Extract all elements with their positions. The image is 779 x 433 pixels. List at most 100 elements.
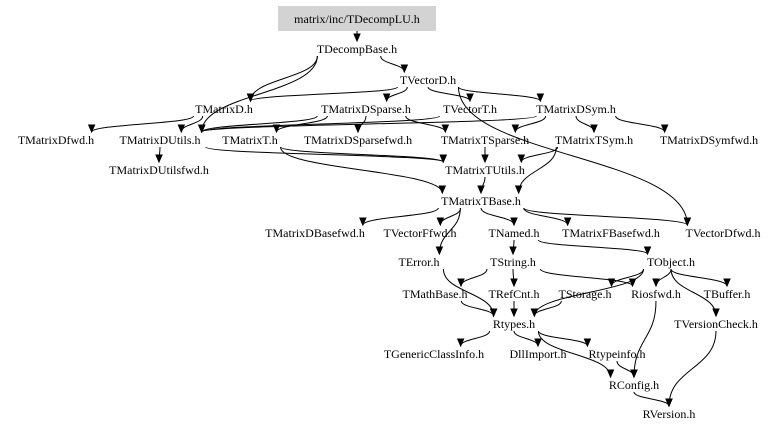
node-label: TMatrixFBasefwd.h	[562, 226, 660, 240]
graph-node[interactable]: TVectorDfwd.h	[686, 226, 761, 240]
edge-line	[460, 268, 488, 287]
graph-node[interactable]: Rtypes.h	[493, 317, 535, 331]
dependency-edge	[456, 330, 491, 348]
arrowhead-icon	[712, 308, 720, 318]
arrowhead-icon	[439, 154, 448, 164]
node-label: TMatrixDSym.h	[536, 102, 616, 116]
nodes-layer: matrix/inc/TDecompLU.hTDecompBase.hTVect…	[18, 6, 761, 421]
dependency-edge	[509, 239, 517, 256]
edge-line	[611, 268, 645, 287]
dependency-edge	[382, 86, 408, 103]
dependency-edge	[280, 146, 447, 195]
arrowhead-icon	[382, 93, 391, 103]
dependency-edge	[427, 86, 474, 103]
graph-node[interactable]: TVersionCheck.h	[674, 317, 758, 331]
graph-node[interactable]: TMatrixDUtils.h	[120, 133, 201, 147]
graph-node[interactable]: TVectorT.h	[443, 102, 497, 116]
graph-node[interactable]: Riosfwd.h	[631, 287, 681, 301]
arrowhead-icon	[477, 185, 485, 195]
edge-line	[405, 115, 446, 133]
node-label: TMatrixDSparsefwd.h	[304, 133, 412, 147]
graph-node[interactable]: TBuffer.h	[704, 287, 751, 301]
arrowhead-icon	[466, 93, 474, 103]
graph-node[interactable]: RConfig.h	[609, 378, 659, 392]
graph-node[interactable]: Rtypeinfo.h	[589, 347, 646, 361]
graph-node[interactable]: TMatrixTSym.h	[555, 133, 633, 147]
graph-node[interactable]: TDecompBase.h	[317, 42, 397, 56]
dependency-edge	[665, 330, 717, 408]
arrowhead-icon	[481, 154, 489, 164]
edge-line	[205, 146, 444, 163]
arrowhead-icon	[456, 338, 465, 348]
dependency-edge	[539, 268, 637, 288]
graph-node[interactable]: TError.h	[399, 255, 440, 269]
edge-line	[523, 207, 688, 226]
graph-node[interactable]: TMatrixDUtilsfwd.h	[109, 163, 209, 177]
graph-node[interactable]: DllImport.h	[510, 347, 567, 361]
node-label: TMathBase.h	[403, 287, 468, 301]
graph-node[interactable]: TObject.h	[647, 255, 695, 269]
graph-node[interactable]: TVectorFfwd.h	[384, 226, 457, 240]
node-label: TVectorT.h	[443, 102, 497, 116]
dependency-edge	[670, 268, 720, 318]
graph-node[interactable]: TVectorD.h	[400, 73, 456, 87]
graph-node[interactable]: TMatrixDfwd.h	[18, 133, 94, 147]
node-label: TMatrixDfwd.h	[18, 133, 94, 147]
node-label: TString.h	[490, 255, 536, 269]
graph-node[interactable]: TNamed.h	[489, 226, 540, 240]
edge-line	[668, 330, 717, 407]
graph-node[interactable]: RVersion.h	[643, 407, 696, 421]
arrowhead-icon	[583, 338, 592, 348]
graph-node[interactable]: TMatrixDBasefwd.h	[265, 226, 365, 240]
dependency-edge	[246, 86, 398, 103]
graph-node[interactable]: TStorage.h	[559, 287, 612, 301]
edge-line	[575, 115, 595, 133]
graph-node[interactable]: TGenericClassInfo.h	[384, 347, 484, 361]
node-label: TMatrixTUtils.h	[445, 163, 525, 177]
arrowhead-icon	[246, 93, 255, 103]
graph-node[interactable]: TMatrixTUtils.h	[445, 163, 525, 177]
graph-node[interactable]: TMatrixFBasefwd.h	[562, 226, 660, 240]
dependency-edge	[537, 330, 615, 379]
arrowhead-icon	[354, 124, 362, 134]
edge-line	[616, 360, 635, 378]
dependency-edge	[530, 300, 562, 318]
dependency-edge	[510, 300, 518, 318]
graph-node[interactable]: TMatrixDSparsefwd.h	[304, 133, 412, 147]
arrowhead-icon	[155, 154, 163, 164]
graph-node[interactable]: TRefCnt.h	[489, 287, 540, 301]
arrowhead-icon	[438, 185, 447, 195]
arrowhead-icon	[511, 124, 520, 134]
edge-line	[670, 268, 728, 287]
root-node[interactable]: matrix/inc/TDecompLU.h	[278, 6, 436, 31]
node-label: TVectorDfwd.h	[686, 226, 761, 240]
graph-node[interactable]: TString.h	[490, 255, 536, 269]
node-label: TGenericClassInfo.h	[384, 347, 484, 361]
dependency-edge	[575, 115, 598, 134]
edge-line	[201, 115, 440, 133]
dependency-edge	[477, 176, 486, 195]
dependency-edge	[435, 207, 461, 256]
dependency-edge	[458, 86, 545, 103]
arrowhead-icon	[536, 93, 545, 103]
dependency-edge	[652, 268, 672, 288]
node-label: TMatrixTSparse.h	[441, 133, 529, 147]
graph-node[interactable]: TMathBase.h	[403, 287, 468, 301]
graph-node[interactable]: TMatrixD.h	[195, 102, 253, 116]
graph-node[interactable]: TMatrixDSymfwd.h	[660, 133, 758, 147]
dependency-edge	[510, 268, 518, 288]
dependency-edge	[514, 146, 557, 195]
node-label: RConfig.h	[609, 378, 659, 392]
edge-line	[201, 55, 318, 133]
graph-node[interactable]: TMatrixT.h	[222, 133, 277, 147]
dependency-edge	[359, 207, 439, 227]
graph-node[interactable]: TMatrixDSparse.h	[321, 102, 411, 116]
arrowhead-icon	[435, 246, 444, 256]
graph-node[interactable]: TMatrixTBase.h	[441, 194, 521, 208]
edge-line	[458, 86, 541, 102]
graph-node[interactable]: TMatrixDSym.h	[536, 102, 616, 116]
graph-node[interactable]: TMatrixTSparse.h	[441, 133, 529, 147]
edge-line	[533, 268, 645, 317]
node-label: TMatrixDUtils.h	[120, 133, 201, 147]
